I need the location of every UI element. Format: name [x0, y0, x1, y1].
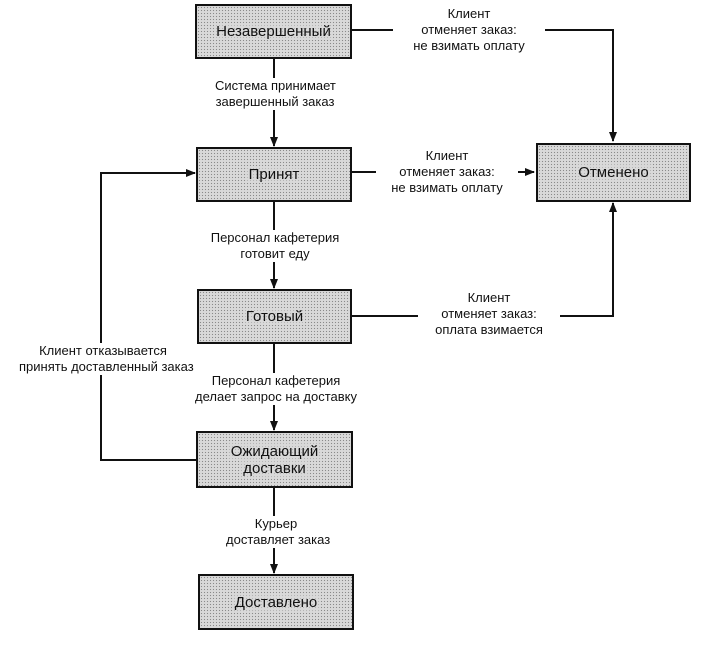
label-line: не взимать оплату [413, 38, 525, 53]
label-line: Персонал кафетерия [211, 373, 341, 388]
label-incomplete-to-cancelled: Клиент отменяет заказ: не взимать оплату [393, 6, 545, 54]
label-line: делает запрос на доставку [195, 389, 357, 404]
state-cancelled-label: Отменено [576, 164, 651, 181]
state-cancelled: Отменено [536, 143, 691, 202]
label-line: Система принимает [215, 78, 336, 93]
label-line: отменяет заказ: [441, 306, 537, 321]
state-ready-label: Готовый [243, 308, 306, 325]
label-line: доставляет заказ [226, 532, 331, 547]
label-line: Клиент отказывается [39, 343, 167, 358]
label-line: Клиент [467, 290, 511, 305]
label-line: не взимать оплату [391, 180, 503, 195]
state-awaiting-label-line1: Ожидающий [228, 442, 321, 460]
label-line: оплата взимается [435, 322, 543, 337]
label-line: Клиент [447, 6, 491, 21]
label-line: принять доставленный заказ [19, 359, 194, 374]
label-line: отменяет заказ: [421, 22, 517, 37]
label-line: Курьер [254, 516, 298, 531]
state-delivered: Доставлено [198, 574, 354, 630]
state-incomplete: Незавершенный [195, 4, 352, 59]
label-accepted-to-cancelled: Клиент отменяет заказ: не взимать оплату [376, 148, 518, 196]
state-incomplete-label: Незавершенный [214, 23, 333, 40]
label-ready-to-awaiting: Персонал кафетерия делает запрос на дост… [188, 373, 364, 405]
label-awaiting-to-accepted: Клиент отказывается принять доставленный… [18, 343, 194, 375]
label-awaiting-to-delivered: Курьер доставляет заказ [225, 516, 331, 548]
state-accepted: Принят [196, 147, 352, 202]
state-delivered-label: Доставлено [232, 593, 320, 611]
label-line: Персонал кафетерия [210, 230, 340, 245]
label-accepted-to-ready: Персонал кафетерия готовит еду [202, 230, 348, 262]
state-accepted-label: Принят [246, 166, 302, 183]
state-awaiting-delivery: Ожидающий доставки [196, 431, 353, 488]
label-line: завершенный заказ [215, 94, 335, 109]
label-line: отменяет заказ: [399, 164, 495, 179]
label-incomplete-to-accepted: Система принимает завершенный заказ [214, 78, 336, 110]
label-ready-to-cancelled: Клиент отменяет заказ: оплата взимается [418, 290, 560, 338]
label-line: Клиент [425, 148, 469, 163]
state-awaiting-label-line2: доставки [241, 459, 308, 477]
edge-awaiting-to-accepted [100, 169, 196, 461]
state-ready: Готовый [197, 289, 352, 344]
label-line: готовит еду [240, 246, 310, 261]
